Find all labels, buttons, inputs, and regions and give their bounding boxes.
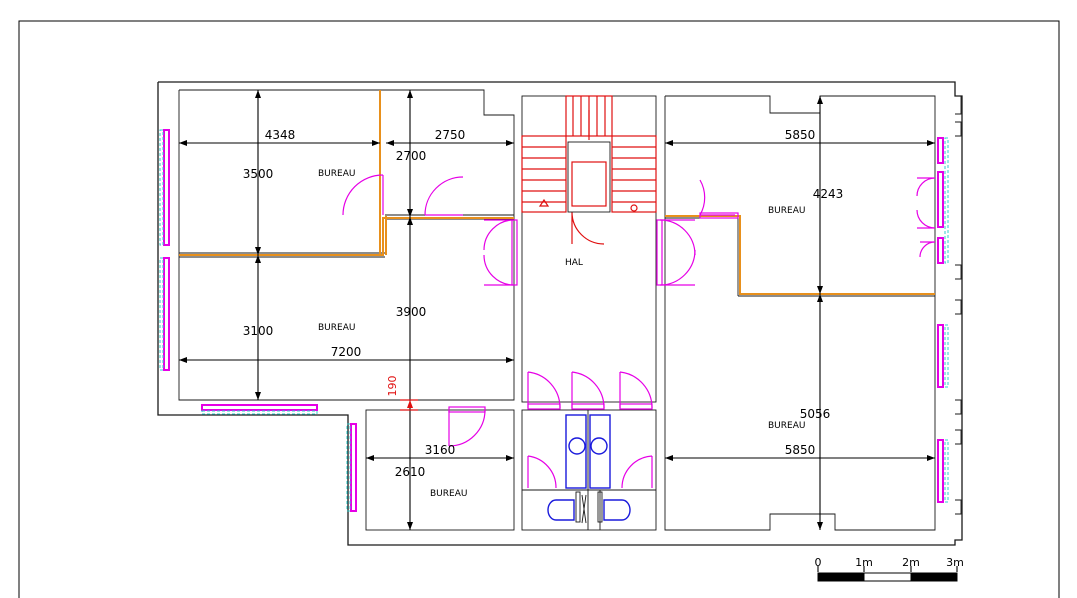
- doors: [342, 174, 936, 489]
- scale-label-3m: 3m: [946, 556, 964, 569]
- dim-2700: 2700: [396, 149, 427, 163]
- scale-label-1m: 1m: [855, 556, 873, 569]
- bottom-left-room: [365, 409, 515, 531]
- dim-5056: 5056: [800, 407, 831, 421]
- room-label-bureau-mid-left: BUREAU: [318, 323, 355, 333]
- room-label-bureau-top-left: BUREAU: [318, 169, 355, 179]
- scale-seg-1: [817, 572, 865, 582]
- dim-5850-top: 5850: [785, 128, 816, 142]
- scale-bar: 0 1m 2m 3m: [815, 556, 964, 582]
- scale-seg-2: [863, 572, 912, 582]
- sanitary-fixtures: [547, 414, 631, 524]
- dim-2610: 2610: [395, 465, 426, 479]
- central-stair-block: [521, 95, 657, 531]
- right-rooms: [664, 95, 936, 531]
- partitions: [179, 90, 935, 295]
- dim-3900: 3900: [396, 305, 427, 319]
- dim-190: 190: [386, 376, 399, 397]
- room-label-bureau-bottom: BUREAU: [430, 489, 467, 499]
- dim-4348: 4348: [265, 128, 296, 142]
- dim-3500: 3500: [243, 167, 274, 181]
- staircase: [521, 95, 657, 213]
- dim-7200: 7200: [331, 345, 362, 359]
- scale-seg-3: [910, 572, 958, 582]
- windows: [159, 129, 949, 512]
- dim-5850-bottom: 5850: [785, 443, 816, 457]
- outer-walls: [157, 81, 963, 546]
- dim-4243: 4243: [813, 187, 844, 201]
- scale-label-2m: 2m: [902, 556, 920, 569]
- dim-2750: 2750: [435, 128, 466, 142]
- room-labels: BUREAU BUREAU BUREAU BUREAU BUREAU HAL: [318, 169, 805, 499]
- dimension-lines: [179, 90, 935, 530]
- drawing-frame: [18, 20, 1060, 598]
- room-label-bureau-top-right: BUREAU: [768, 206, 805, 216]
- scale-label-0: 0: [815, 556, 822, 569]
- dim-3160: 3160: [425, 443, 456, 457]
- dimension-labels: 4348 2750 2700 3500 3900 3100 7200 190 3…: [243, 128, 844, 479]
- room-label-hal: HAL: [565, 258, 583, 268]
- room-label-bureau-bottom-right: BUREAU: [768, 421, 805, 431]
- dim-3100: 3100: [243, 324, 274, 338]
